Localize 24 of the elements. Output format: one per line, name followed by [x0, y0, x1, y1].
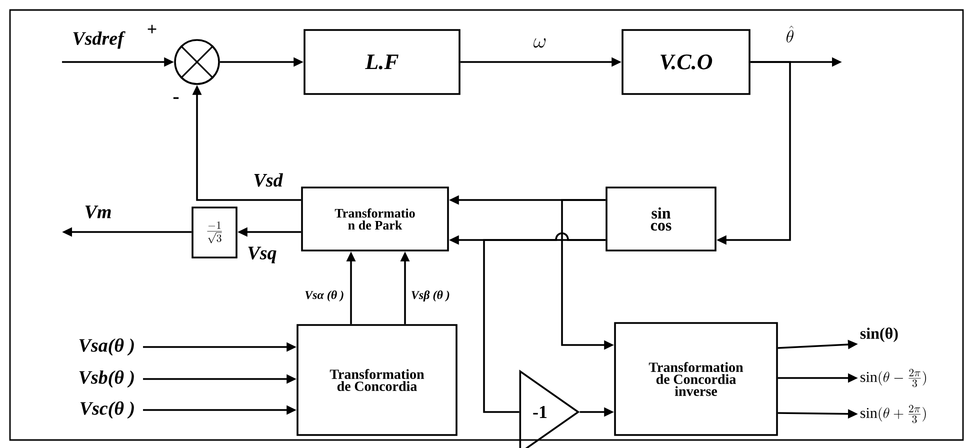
- input-label: Vsb(θ ): [79, 370, 134, 388]
- output-label: $\sin(\theta + \frac{2\pi}{3})$: [860, 404, 926, 424]
- gain-box: $\frac{-1}{\sqrt{3}}$: [192, 206, 238, 258]
- edge-label: Vsdref: [71, 30, 126, 50]
- filter-box: L.F: [304, 29, 460, 95]
- transform-box: Transformation de Concordia: [296, 324, 458, 436]
- plus-sign: +: [148, 24, 156, 34]
- edge-label: Vsβ (θ ): [410, 290, 451, 302]
- edge-label: Vm: [83, 204, 113, 220]
- minus-sign: -: [173, 97, 179, 99]
- edge-label: Vsα (θ ): [304, 290, 346, 302]
- input-label: Vsa(θ ): [79, 338, 134, 356]
- input-label: Vsc(θ ): [80, 401, 134, 419]
- transform-box: Transformation de Concordia inverse: [614, 322, 778, 436]
- edge-label: $\omega$: [532, 38, 548, 48]
- transform-box: Transformatio n de Park: [301, 186, 449, 252]
- sin-cos-box: sin cos: [606, 186, 716, 252]
- edge-label: Vsq: [246, 246, 278, 264]
- edge-label: $\hat{\theta}$: [784, 24, 796, 44]
- summing-junction: [174, 39, 220, 85]
- vco-box: V.C.O: [622, 29, 750, 95]
- output-label: sin(θ): [860, 328, 898, 342]
- output-label: $\sin(\theta - \frac{2\pi}{3})$: [860, 368, 926, 388]
- edge-label: Vsd: [252, 172, 284, 188]
